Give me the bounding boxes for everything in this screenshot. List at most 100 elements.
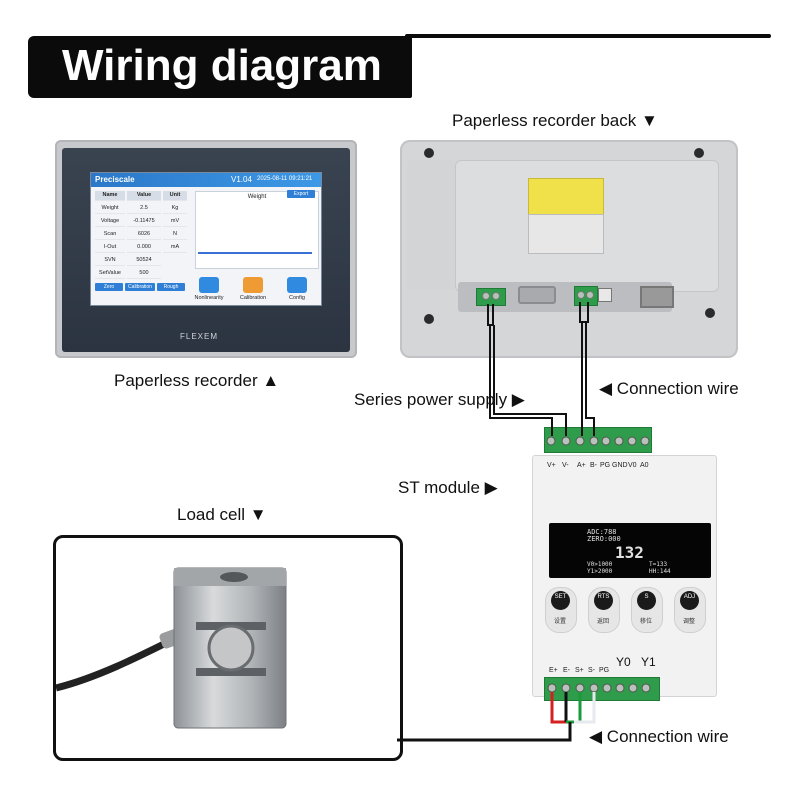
rts-button[interactable] bbox=[594, 591, 613, 610]
table-cell: Scan bbox=[95, 230, 125, 240]
table-cell: 2.5 bbox=[127, 204, 161, 214]
ethernet-port bbox=[640, 286, 674, 308]
terminal-label: PG bbox=[600, 462, 611, 469]
screw-icon bbox=[424, 148, 434, 158]
terminal-label: S- bbox=[588, 667, 595, 674]
config-icon[interactable] bbox=[287, 277, 307, 293]
terminal-block-green bbox=[544, 427, 652, 453]
screw-icon bbox=[694, 148, 704, 158]
table-cell: 6026 bbox=[127, 230, 161, 240]
set-button[interactable] bbox=[551, 591, 570, 610]
table-cell: SVN bbox=[95, 256, 125, 266]
adj-button-sub: 调整 bbox=[682, 619, 695, 625]
db9-port bbox=[518, 286, 556, 304]
shift-button-sub: 移位 bbox=[639, 619, 652, 625]
terminal-label: A+ bbox=[577, 462, 586, 469]
zero-button[interactable]: Zero bbox=[95, 283, 123, 291]
table-cell: -0.11475 bbox=[127, 217, 161, 227]
display-line-1: ADC:788 bbox=[587, 528, 617, 536]
terminal-label: A0 bbox=[640, 462, 649, 469]
table-cell: 0.000 bbox=[127, 243, 161, 253]
page-title: Wiring diagram bbox=[62, 41, 382, 90]
screen-app-name: Preciscale bbox=[95, 175, 135, 184]
screen-weight-chart: Weight bbox=[195, 191, 319, 269]
caption-load-cell: Load cell ▼ bbox=[177, 505, 267, 524]
terminal-label: V+ bbox=[547, 462, 556, 469]
terminal-label: GND bbox=[612, 462, 628, 469]
tile-label-calibration: Calibration bbox=[239, 295, 267, 301]
terminal-pin bbox=[577, 291, 585, 299]
load-cell-frame bbox=[53, 535, 403, 761]
terminal-label: S+ bbox=[575, 667, 584, 674]
terminal-label: E+ bbox=[549, 667, 558, 674]
calibration-icon[interactable] bbox=[243, 277, 263, 293]
caption-series-power: Series power supply ▶ bbox=[354, 390, 525, 409]
slot-lower bbox=[196, 668, 266, 676]
output-label-y1: Y1 bbox=[641, 655, 656, 669]
terminal-pin bbox=[586, 291, 594, 299]
screen-header: Preciscale V1.04 2025-08-11 09:21:21 bbox=[91, 173, 321, 187]
rough-button[interactable]: Rough bbox=[157, 283, 185, 291]
adj-button-label: ADJ bbox=[683, 594, 696, 600]
table-cell: 50524 bbox=[127, 256, 161, 266]
terminal-label: B- bbox=[590, 462, 597, 469]
output-label-y0: Y0 bbox=[616, 655, 631, 669]
chart-series-line bbox=[198, 252, 312, 254]
caption-connection-wire-bottom: ◀ Connection wire bbox=[589, 727, 729, 746]
mounting-hole bbox=[220, 572, 248, 582]
set-button-label: SET bbox=[554, 594, 567, 600]
nonlinearity-icon[interactable] bbox=[199, 277, 219, 293]
shift-button-label: S bbox=[644, 594, 649, 600]
screw-icon bbox=[705, 308, 715, 318]
sensor-cable bbox=[56, 634, 178, 692]
recorder-screen: Preciscale V1.04 2025-08-11 09:21:21 Nam… bbox=[90, 172, 322, 306]
table-cell: Weight bbox=[95, 204, 125, 214]
table-cell: mV bbox=[163, 217, 187, 227]
warning-label bbox=[528, 178, 604, 216]
screw-icon bbox=[424, 314, 434, 324]
terminal-pin bbox=[492, 292, 500, 300]
title-banner bbox=[28, 36, 412, 98]
display-line-2: ZERO:000 bbox=[587, 535, 621, 543]
load-cell-center bbox=[207, 624, 255, 672]
table-cell: N bbox=[163, 230, 187, 240]
tile-label-nonlinearity: Nonlinearity bbox=[194, 295, 224, 301]
screen-version: V1.04 bbox=[231, 175, 252, 184]
shift-button[interactable] bbox=[637, 591, 656, 610]
terminal-label: V0 bbox=[628, 462, 637, 469]
table-cell: Kg bbox=[163, 204, 187, 214]
table-cell: mA bbox=[163, 243, 187, 253]
display-bottom-right-2: HH:144 bbox=[649, 568, 671, 575]
terminal-label: V- bbox=[562, 462, 569, 469]
rts-button-label: RTS bbox=[597, 594, 610, 600]
terminal-block-green bbox=[544, 677, 660, 701]
calibration-button[interactable]: Calibration bbox=[125, 283, 155, 291]
table-header-value: Value bbox=[127, 191, 161, 201]
caption-recorder-front: Paperless recorder ▲ bbox=[114, 371, 280, 390]
table-header-name: Name bbox=[95, 191, 125, 201]
brand-logo: FLEXEM bbox=[180, 332, 219, 341]
st-top-terminal-block bbox=[544, 427, 652, 453]
export-button[interactable]: Export bbox=[287, 190, 315, 198]
table-cell: I-Out bbox=[95, 243, 125, 253]
st-bottom-terminal-block bbox=[544, 677, 660, 703]
display-bottom-right: T=133 bbox=[649, 561, 668, 568]
load-cell-cable bbox=[397, 722, 572, 742]
load-cell-image bbox=[56, 567, 287, 729]
table-cell: Voltage bbox=[95, 217, 125, 227]
caption-recorder-back: Paperless recorder back ▼ bbox=[452, 111, 658, 130]
nameplate-label bbox=[528, 214, 604, 254]
title-underline bbox=[405, 34, 771, 38]
caption-connection-wire-top: ◀ Connection wire bbox=[599, 379, 739, 398]
adj-button[interactable] bbox=[680, 591, 699, 610]
table-cell: 500 bbox=[127, 269, 161, 279]
display-bottom-left: V0>1000 bbox=[587, 561, 613, 568]
screen-datetime: 2025-08-11 09:21:21 bbox=[257, 176, 313, 182]
chart-title: Weight bbox=[247, 194, 267, 200]
table-header-unit: Unit bbox=[163, 191, 187, 201]
st-display: ADC:788 ZERO:000 132 V0>1000 Y1>2000 T=1… bbox=[549, 523, 711, 578]
terminal-pin bbox=[482, 292, 490, 300]
recorder-back-slot bbox=[407, 160, 455, 290]
rts-button-sub: 返回 bbox=[596, 619, 609, 625]
set-button-sub: 设置 bbox=[553, 619, 566, 625]
